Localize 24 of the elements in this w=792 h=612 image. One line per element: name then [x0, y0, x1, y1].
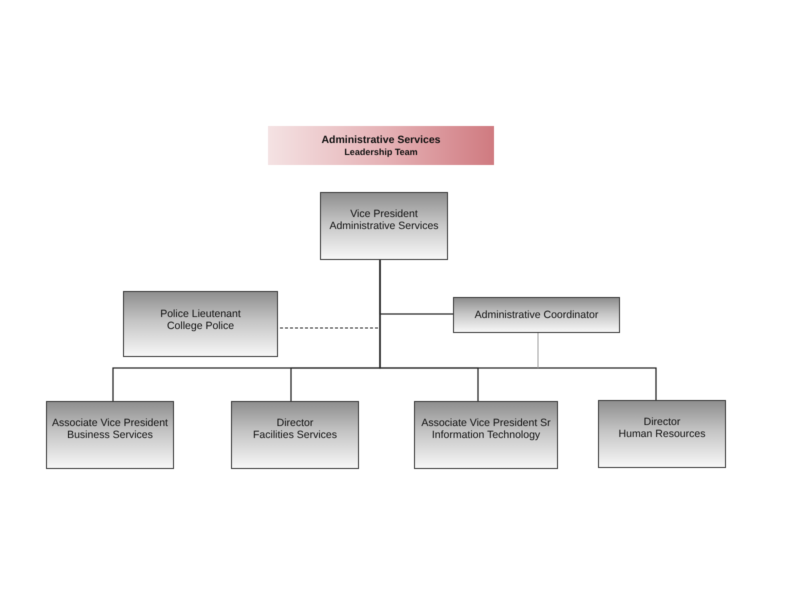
job-title: Associate Vice President Sr — [420, 417, 552, 429]
department-name: Business Services — [66, 429, 154, 441]
position-box — [46, 401, 174, 469]
department-name: Information Technology — [430, 429, 542, 441]
job-title: Director — [642, 416, 682, 428]
job-title: Vice President — [349, 208, 419, 220]
job-title: Police Lieutenant — [159, 308, 242, 320]
department-name: Facilities Services — [252, 429, 338, 441]
position-box — [598, 400, 726, 468]
connector-line — [379, 260, 657, 400]
position-box — [320, 192, 448, 260]
job-title: Director — [276, 417, 314, 429]
position-box — [123, 291, 278, 357]
job-title: Administrative Coordinator — [474, 309, 598, 321]
department-name: Administrative Services — [328, 220, 440, 232]
job-title: Associate Vice President — [51, 417, 169, 429]
department-name: Human Resources — [618, 428, 706, 440]
banner-heading: Administrative Services — [321, 134, 441, 146]
position-box — [453, 297, 620, 333]
title-banner — [268, 126, 494, 165]
position-box — [231, 401, 359, 469]
position-box — [414, 401, 558, 469]
banner-subheading: Leadership Team — [344, 146, 418, 158]
department-name: College Police — [166, 320, 236, 332]
